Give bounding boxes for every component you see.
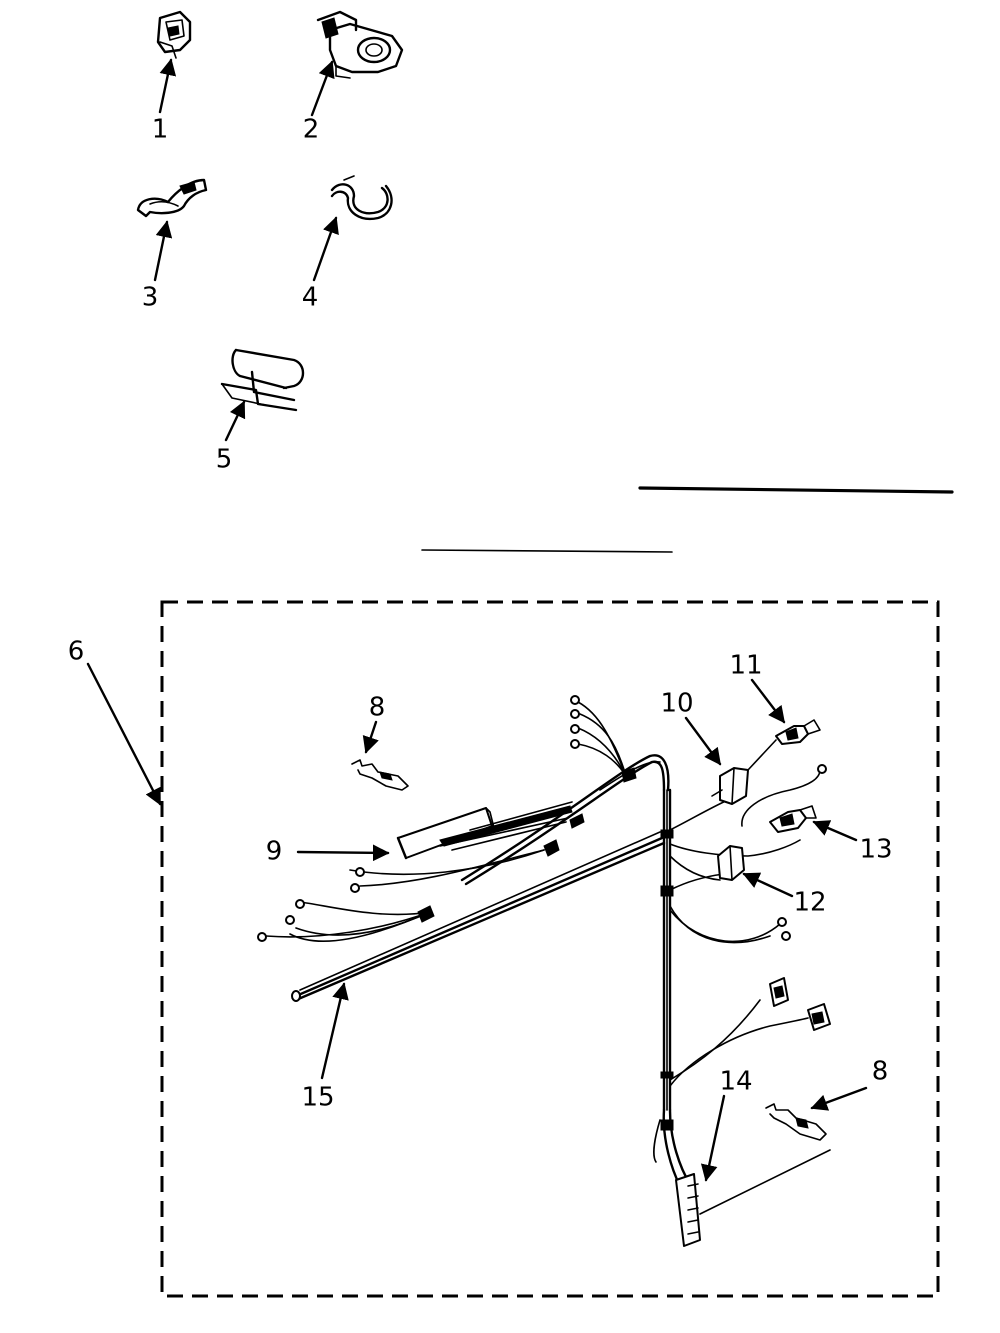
part-4-leader-arrow [312, 216, 339, 282]
wire-harness-icon [257, 695, 831, 1247]
callout-8-lower: 8 [872, 1057, 889, 1087]
part-2-leader-arrow [310, 60, 335, 117]
callout-13: 13 [859, 835, 892, 865]
callout-14: 14 [719, 1067, 752, 1097]
part-8-upper-leader-arrow [362, 720, 379, 754]
part-12-leader-arrow [742, 872, 794, 898]
separator-line-thin [421, 549, 673, 553]
part-3-clamp-icon [136, 178, 208, 218]
callout-1: 1 [152, 115, 169, 145]
part-3-leader-arrow [153, 220, 173, 282]
part-5-leader-arrow [224, 400, 246, 442]
callout-12: 12 [793, 888, 826, 918]
part-6-kit-boundary [160, 600, 940, 1298]
callout-15: 15 [301, 1083, 334, 1113]
part-10-leader-arrow [684, 716, 722, 766]
part-15-leader-arrow [320, 982, 349, 1080]
callout-2: 2 [303, 115, 320, 145]
part-14-leader-arrow [700, 1094, 726, 1182]
part-2-bracket-icon [316, 10, 404, 79]
part-11-leader-arrow [750, 678, 786, 724]
callout-4: 4 [302, 283, 319, 313]
callout-9: 9 [266, 837, 283, 867]
part-4-hook-clip-icon [330, 175, 393, 221]
separator-line [638, 486, 954, 494]
part-14-pin-leader [699, 1149, 831, 1215]
callout-6: 6 [68, 637, 85, 667]
part-1-clip-icon [156, 10, 192, 59]
callout-11: 11 [729, 651, 762, 681]
callout-5: 5 [216, 445, 233, 475]
part-13-leader-arrow [812, 820, 858, 842]
part-9-leader-arrow [296, 844, 390, 862]
callout-8-upper: 8 [369, 693, 386, 723]
callout-10: 10 [660, 689, 693, 719]
part-5-sleeve-icon [220, 348, 305, 412]
part-8-lower-leader-arrow [810, 1086, 868, 1111]
part-1-leader-arrow [158, 58, 177, 114]
callout-3: 3 [142, 283, 159, 313]
part-6-leader-arrow [86, 662, 162, 806]
